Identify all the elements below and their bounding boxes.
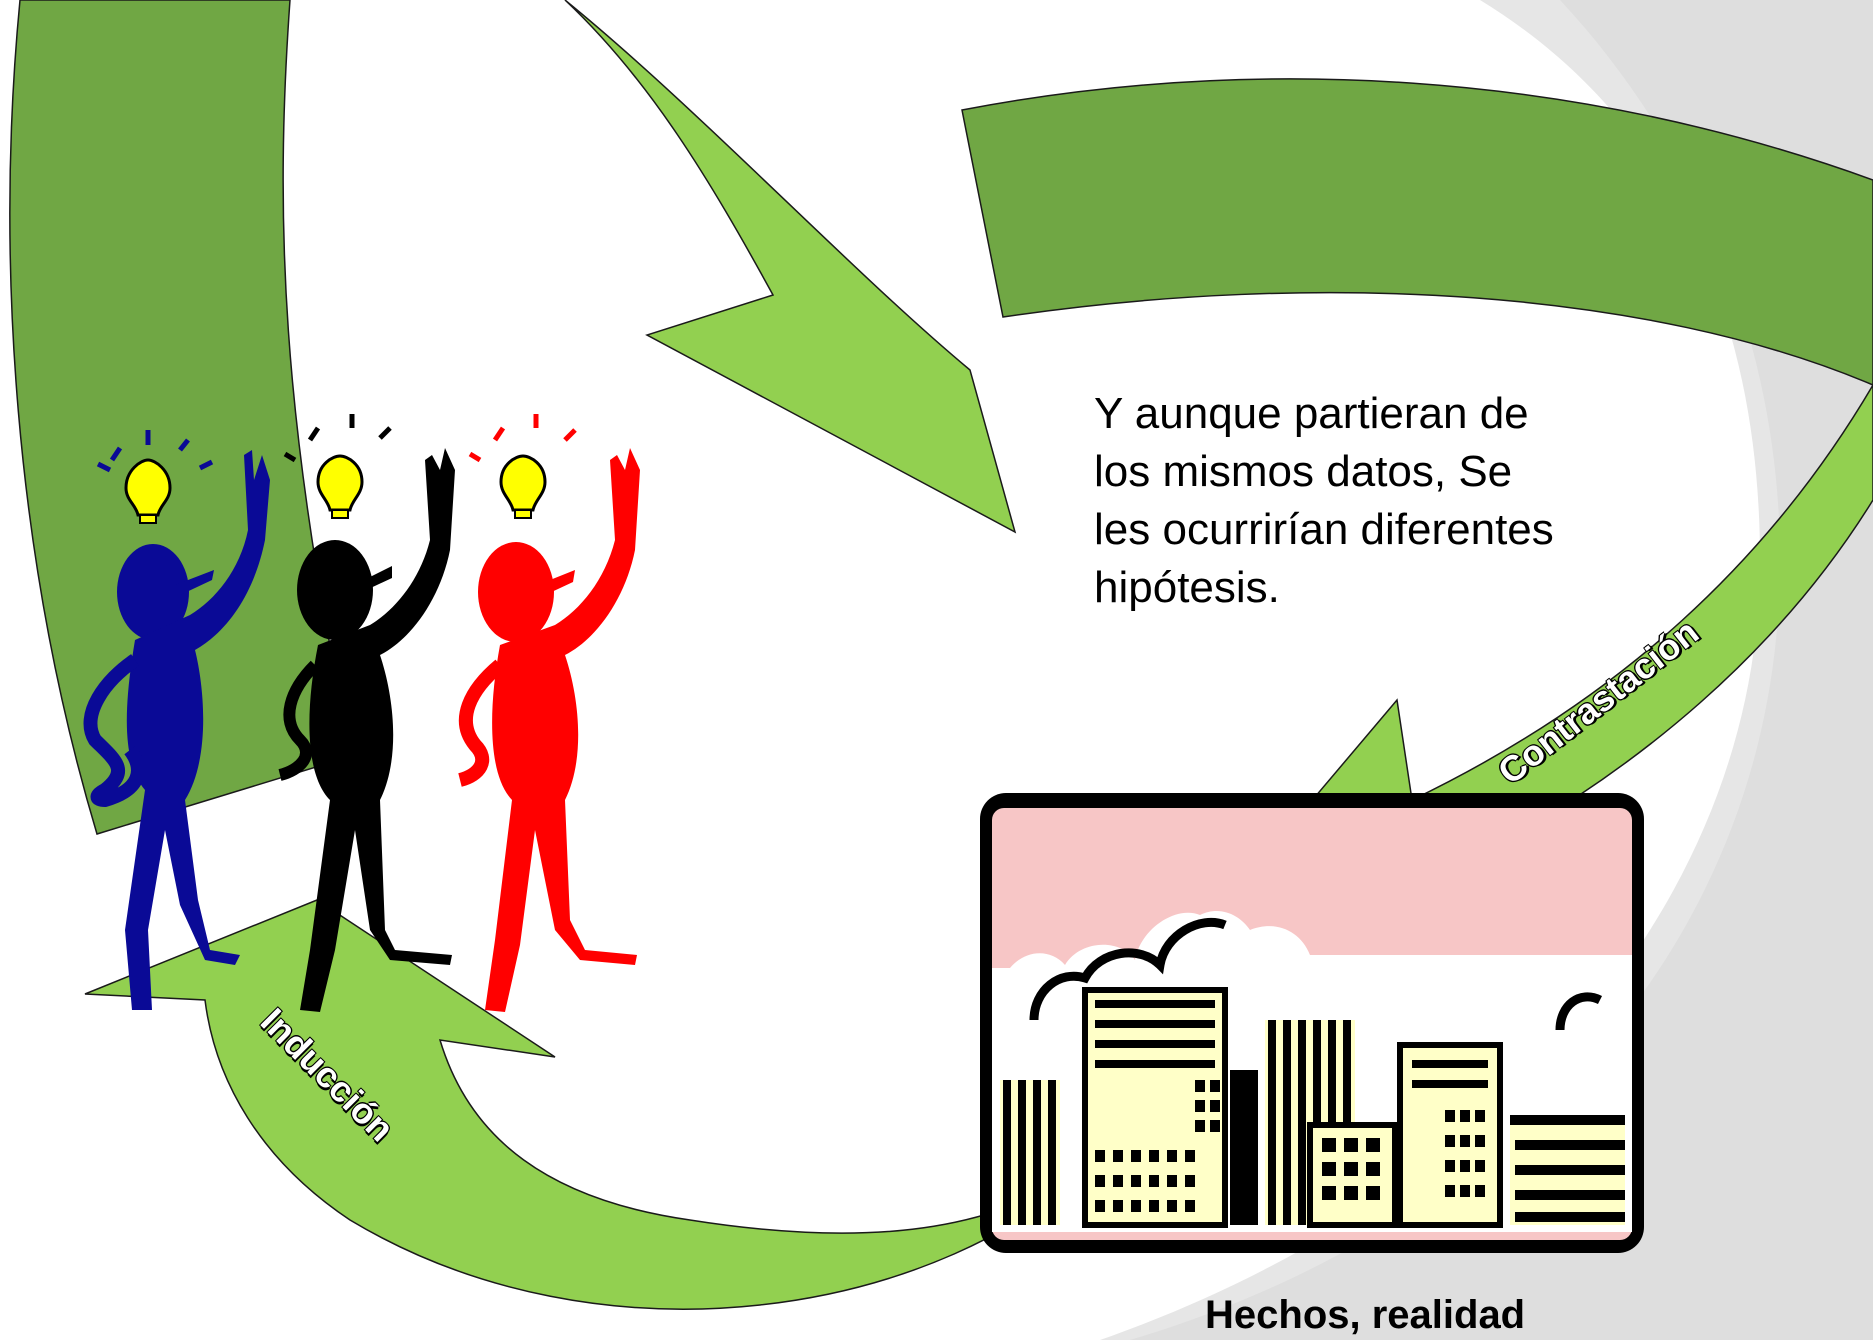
- induccion-arrow: [84, 899, 1111, 1310]
- hechos-caption: Hechos, realidad: [1205, 1293, 1526, 1337]
- hypothesis-line-1: Y aunque partieran de: [1094, 389, 1529, 438]
- hypothesis-line-4: hipótesis.: [1094, 563, 1280, 612]
- hypothesis-line-3: les ocurrirían diferentes: [1094, 505, 1554, 554]
- hypothesis-text: Y aunque partieran de los mismos datos, …: [1094, 385, 1654, 617]
- lightbulb-icon: [283, 414, 392, 519]
- left-arrow-band: [9, 0, 353, 835]
- city-buildings-icon: [980, 793, 1644, 1253]
- top-arrow: [564, 0, 1017, 534]
- figure-blue: [83, 450, 270, 1010]
- hypothesis-line-2: los mismos datos, Se: [1094, 447, 1513, 496]
- top-right-arrow-band: [961, 78, 1873, 386]
- page-curl-shadow: [1130, 0, 1873, 1340]
- lightbulb-icon: [96, 430, 214, 524]
- lightbulb-icon: [468, 414, 577, 519]
- figure-red: [457, 448, 640, 1012]
- figure-black: [278, 448, 455, 1012]
